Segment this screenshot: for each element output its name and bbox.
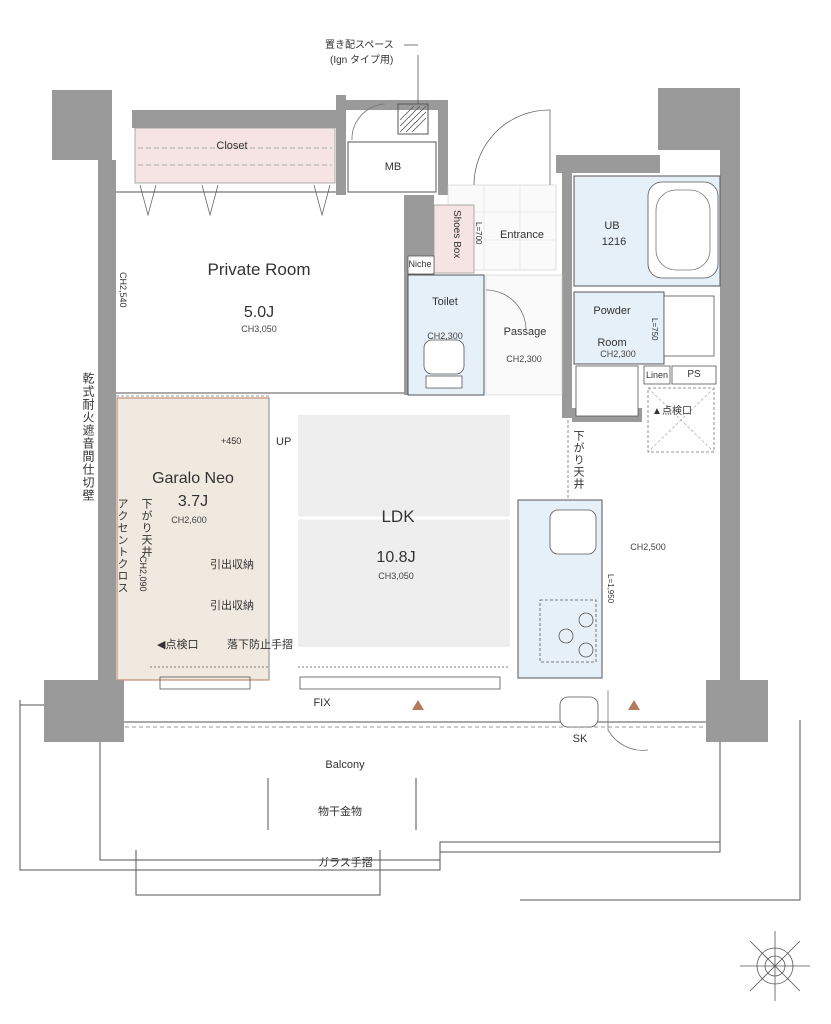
entrance-label: Entrance <box>499 229 545 241</box>
fix-label: FIX <box>313 697 331 709</box>
ps-label: PS <box>687 369 701 380</box>
drawer2-label: 引出収納 <box>210 600 254 612</box>
closet-label: Closet <box>216 140 248 152</box>
garalo-floor <box>116 397 270 681</box>
niche-label: Niche <box>408 259 432 269</box>
powder-dim-label: L=750 <box>650 318 659 341</box>
inspection-box <box>647 387 715 453</box>
mb-box <box>347 141 437 193</box>
passage-ch-label: CH2,300 <box>506 354 542 364</box>
garalo-area-label: 3.7J <box>177 493 209 510</box>
marker-fix <box>412 700 424 710</box>
compass-icon <box>740 931 810 1001</box>
window-sash <box>150 666 510 690</box>
marker-sk <box>628 700 640 710</box>
up-label: UP <box>276 436 292 448</box>
toilet-label: Toilet <box>432 296 458 308</box>
passage-floor <box>485 274 563 396</box>
mb-label: MB <box>384 161 402 173</box>
washing-machine <box>575 365 639 417</box>
linen-label: Linen <box>645 370 669 380</box>
delivery-box <box>397 103 429 135</box>
niche-box <box>407 255 435 275</box>
balcony-label: Balcony <box>325 759 365 771</box>
ps-box <box>671 365 717 385</box>
delivery-hatch <box>399 105 427 133</box>
shoes-box-label: Shoes Box <box>451 210 462 259</box>
delivery-note-label: (Ign タイプ用) <box>330 55 394 66</box>
kitchen-dim-label: L=1,950 <box>606 574 615 604</box>
drawer1-label: 引出収納 <box>210 559 254 571</box>
powder-ch-label: CH2,300 <box>600 349 636 359</box>
laundry-label: 物干金物 <box>318 806 362 818</box>
accent-cloth-label: アクセントクロス <box>116 498 128 594</box>
passage-door <box>485 289 527 331</box>
shoes-box <box>433 204 475 274</box>
lowered-ceiling-right-label: 下がり天井 <box>572 430 584 490</box>
bathtub-inner <box>655 189 711 271</box>
private-room-label: Private Room <box>207 260 311 279</box>
kitchen-ch-label: CH2,500 <box>630 542 666 552</box>
linen-box <box>643 365 671 385</box>
side-ch-label: CH2,540 <box>118 272 128 308</box>
step-label: +450 <box>221 436 242 446</box>
sk-door <box>607 690 649 751</box>
private-area-label: 5.0J <box>243 304 275 321</box>
powder-room <box>573 291 665 365</box>
cooktop <box>539 599 597 663</box>
toilet-bowl <box>423 339 465 375</box>
ub-title-label: UB <box>604 220 620 232</box>
garalo-ch2-label: CH2,090 <box>138 556 148 592</box>
kitchen-sink <box>549 509 597 555</box>
sk-sink <box>559 696 599 728</box>
toilet-room <box>407 274 485 396</box>
entrance-door-swing <box>473 109 551 186</box>
ldk-ch-label: CH3,050 <box>378 571 414 581</box>
laundry-poles <box>267 778 417 830</box>
inspection-right-label: ▲点検口 <box>652 406 692 417</box>
toilet-tank <box>425 375 463 389</box>
mb-door-swing <box>351 103 386 141</box>
ldk-area-label: 10.8J <box>376 549 416 566</box>
garalo-label: Garalo Neo <box>152 470 234 487</box>
sk-label: SK <box>572 733 588 745</box>
vanity <box>663 295 715 357</box>
bathtub <box>647 181 719 279</box>
toilet-ch-label: CH2,300 <box>427 331 463 341</box>
lowered-ceiling-left-label: 下がり天井 <box>140 498 152 558</box>
closet-doors <box>139 184 331 217</box>
burners <box>558 612 594 658</box>
shoes-dim-label: L=700 <box>474 222 483 245</box>
ldk-floor <box>298 415 510 647</box>
glass-rail-label: ガラス手摺 <box>318 857 373 869</box>
private-ch-label: CH3,050 <box>241 324 277 334</box>
garalo-ch-label: CH2,600 <box>171 515 207 525</box>
fire-wall-label: 乾式耐火遮音間仕切壁 <box>81 372 95 502</box>
ub-size-label: 1216 <box>601 236 627 248</box>
closet-area <box>134 127 336 184</box>
private-room-walls <box>116 191 404 394</box>
inspection-cross <box>647 387 715 453</box>
powder-label: Powder <box>593 305 631 317</box>
passage-label: Passage <box>503 326 547 338</box>
ldk-label: LDK <box>381 507 415 526</box>
fall-rail-label: 落下防止手摺 <box>227 639 293 651</box>
powder-room-label: Room <box>597 337 627 349</box>
balcony-outline <box>19 700 801 901</box>
delivery-space-label: 置き配スペース <box>325 40 394 51</box>
inspection-left-label: ◀点検口 <box>157 639 199 651</box>
